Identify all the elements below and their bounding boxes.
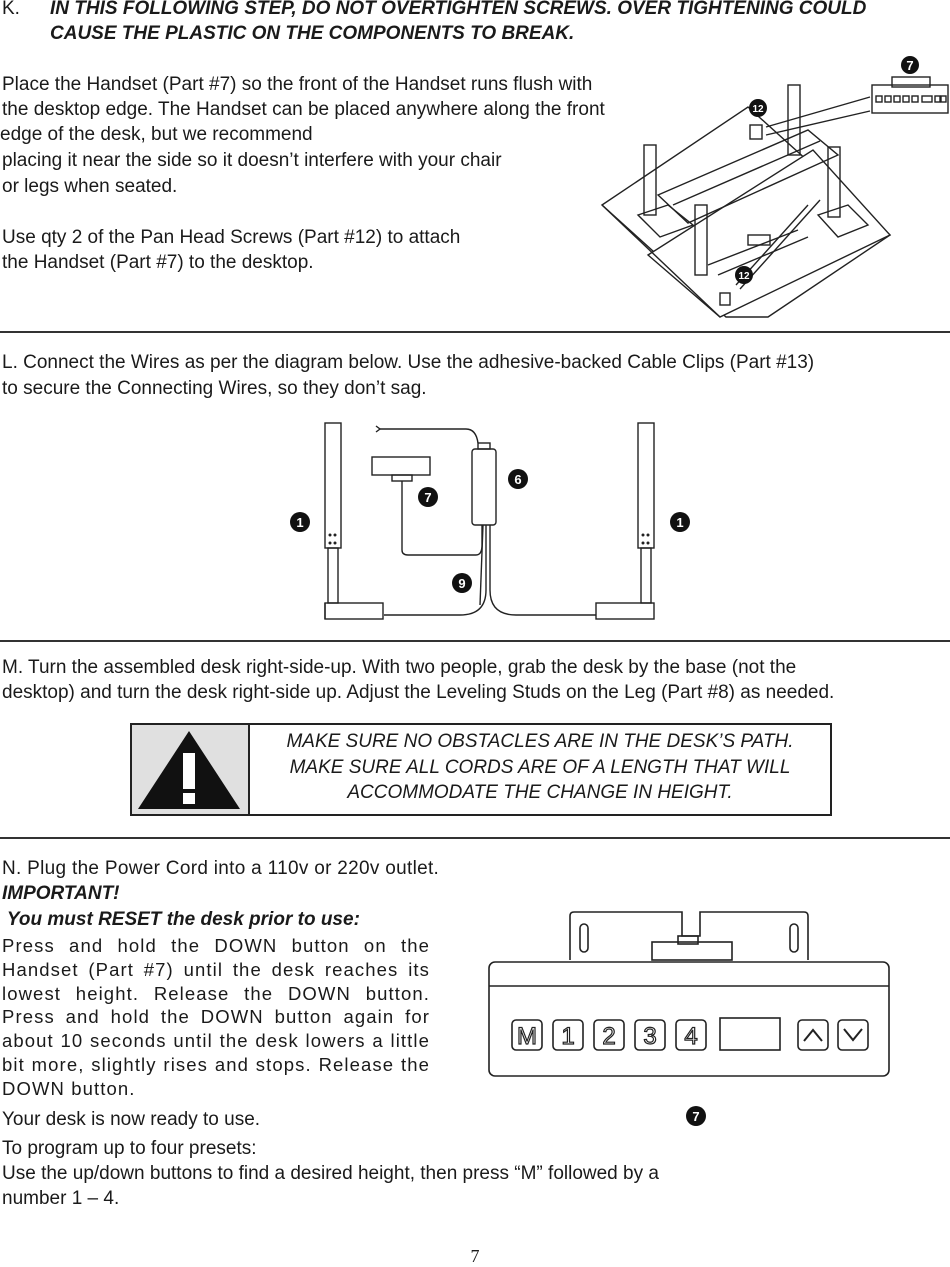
svg-text:1: 1 [296, 515, 303, 530]
step-n-reset-body: Press and hold the DOWN button on the Ha… [2, 935, 430, 1099]
svg-text:7: 7 [692, 1109, 699, 1124]
step-l-line2: to secure the Connecting Wires, so they … [2, 378, 427, 399]
svg-text:9: 9 [458, 576, 465, 591]
callout-9: 9 [452, 573, 472, 593]
handset-button-2: 2 [593, 1019, 625, 1051]
handset-button-3: 3 [634, 1019, 666, 1051]
step-k-para1-line3: edge of the desk, but we recommend [0, 124, 313, 145]
step-k-letter: K. [2, 0, 20, 19]
desk-underside-illustration: 7 12 12 [600, 56, 949, 318]
handset-button-m: M [511, 1019, 543, 1051]
step-k-para1-line2: the desktop edge. The Handset can be pla… [2, 99, 605, 120]
callout-1-right: 1 [670, 512, 690, 532]
handset-button-label: 2 [602, 1023, 615, 1050]
warning-box: MAKE SURE NO OBSTACLES ARE IN THE DESK’S… [130, 723, 832, 816]
page-number: 7 [470, 1246, 480, 1266]
divider-k-l [0, 331, 950, 333]
handset-button-1: 1 [552, 1019, 584, 1051]
handset-button-label: 3 [643, 1023, 656, 1050]
step-n-reset-heading: You must RESET the desk prior to use: [2, 909, 360, 930]
step-n-program3: number 1 – 4. [2, 1188, 120, 1209]
step-k-warning-line2: CAUSE THE PLASTIC ON THE COMPONENTS TO B… [50, 23, 575, 44]
svg-text:12: 12 [738, 271, 750, 282]
warning-line2: MAKE SURE ALL CORDS ARE OF A LENGTH THAT… [289, 756, 791, 778]
step-n-program1: To program up to four presets: [2, 1138, 257, 1159]
handset-button-label: 1 [561, 1023, 574, 1050]
step-k-warning-line1: IN THIS FOLLOWING STEP, DO NOT OVERTIGHT… [50, 0, 867, 19]
step-n-program2: Use the up/down buttons to find a desire… [2, 1163, 659, 1184]
callout-7-n: 7 [686, 1106, 706, 1126]
svg-text:7: 7 [424, 490, 431, 505]
step-m-line2: desktop) and turn the desk right-side up… [2, 682, 835, 703]
step-l-line1: L. Connect the Wires as per the diagram … [2, 352, 815, 373]
callout-7-k: 7 [901, 56, 919, 74]
callout-6: 6 [508, 469, 528, 489]
step-n-important: IMPORTANT! [2, 883, 120, 904]
step-k-para2-line1: Use qty 2 of the Pan Head Screws (Part #… [2, 227, 461, 248]
wiring-diagram: 1 1 6 7 9 [290, 422, 690, 620]
svg-text:12: 12 [752, 104, 764, 115]
warning-line3: ACCOMMODATE THE CHANGE IN HEIGHT. [347, 782, 733, 803]
step-n-ready: Your desk is now ready to use. [2, 1109, 261, 1130]
divider-m-n [0, 837, 950, 839]
step-k-para2-line2: the Handset (Part #7) to the desktop. [2, 252, 314, 273]
exclamation-triangle-icon [132, 725, 250, 814]
callout-1-left: 1 [290, 512, 310, 532]
callout-12-k-top: 12 [749, 99, 767, 117]
svg-text:7: 7 [906, 58, 913, 73]
step-k-para1-line4: placing it near the side so it doesn’t i… [2, 150, 502, 171]
warning-line1: MAKE SURE NO OBSTACLES ARE IN THE DESK’S… [286, 731, 794, 752]
step-k-para1-line5: or legs when seated. [2, 176, 178, 197]
divider-l-m [0, 640, 950, 642]
callout-12-k-bottom: 12 [735, 266, 753, 284]
svg-text:1: 1 [676, 515, 683, 530]
callout-7-l: 7 [418, 487, 438, 507]
svg-text:6: 6 [514, 472, 521, 487]
step-k-para1-line1: Place the Handset (Part #7) so the front… [2, 74, 593, 95]
step-m-line1: M. Turn the assembled desk right-side-up… [2, 657, 797, 678]
handset-button-label: M [517, 1023, 537, 1050]
step-n-line1: N. Plug the Power Cord into a 110v or 22… [2, 858, 440, 879]
handset-button-4: 4 [675, 1019, 707, 1051]
handset-button-label: 4 [684, 1023, 697, 1050]
